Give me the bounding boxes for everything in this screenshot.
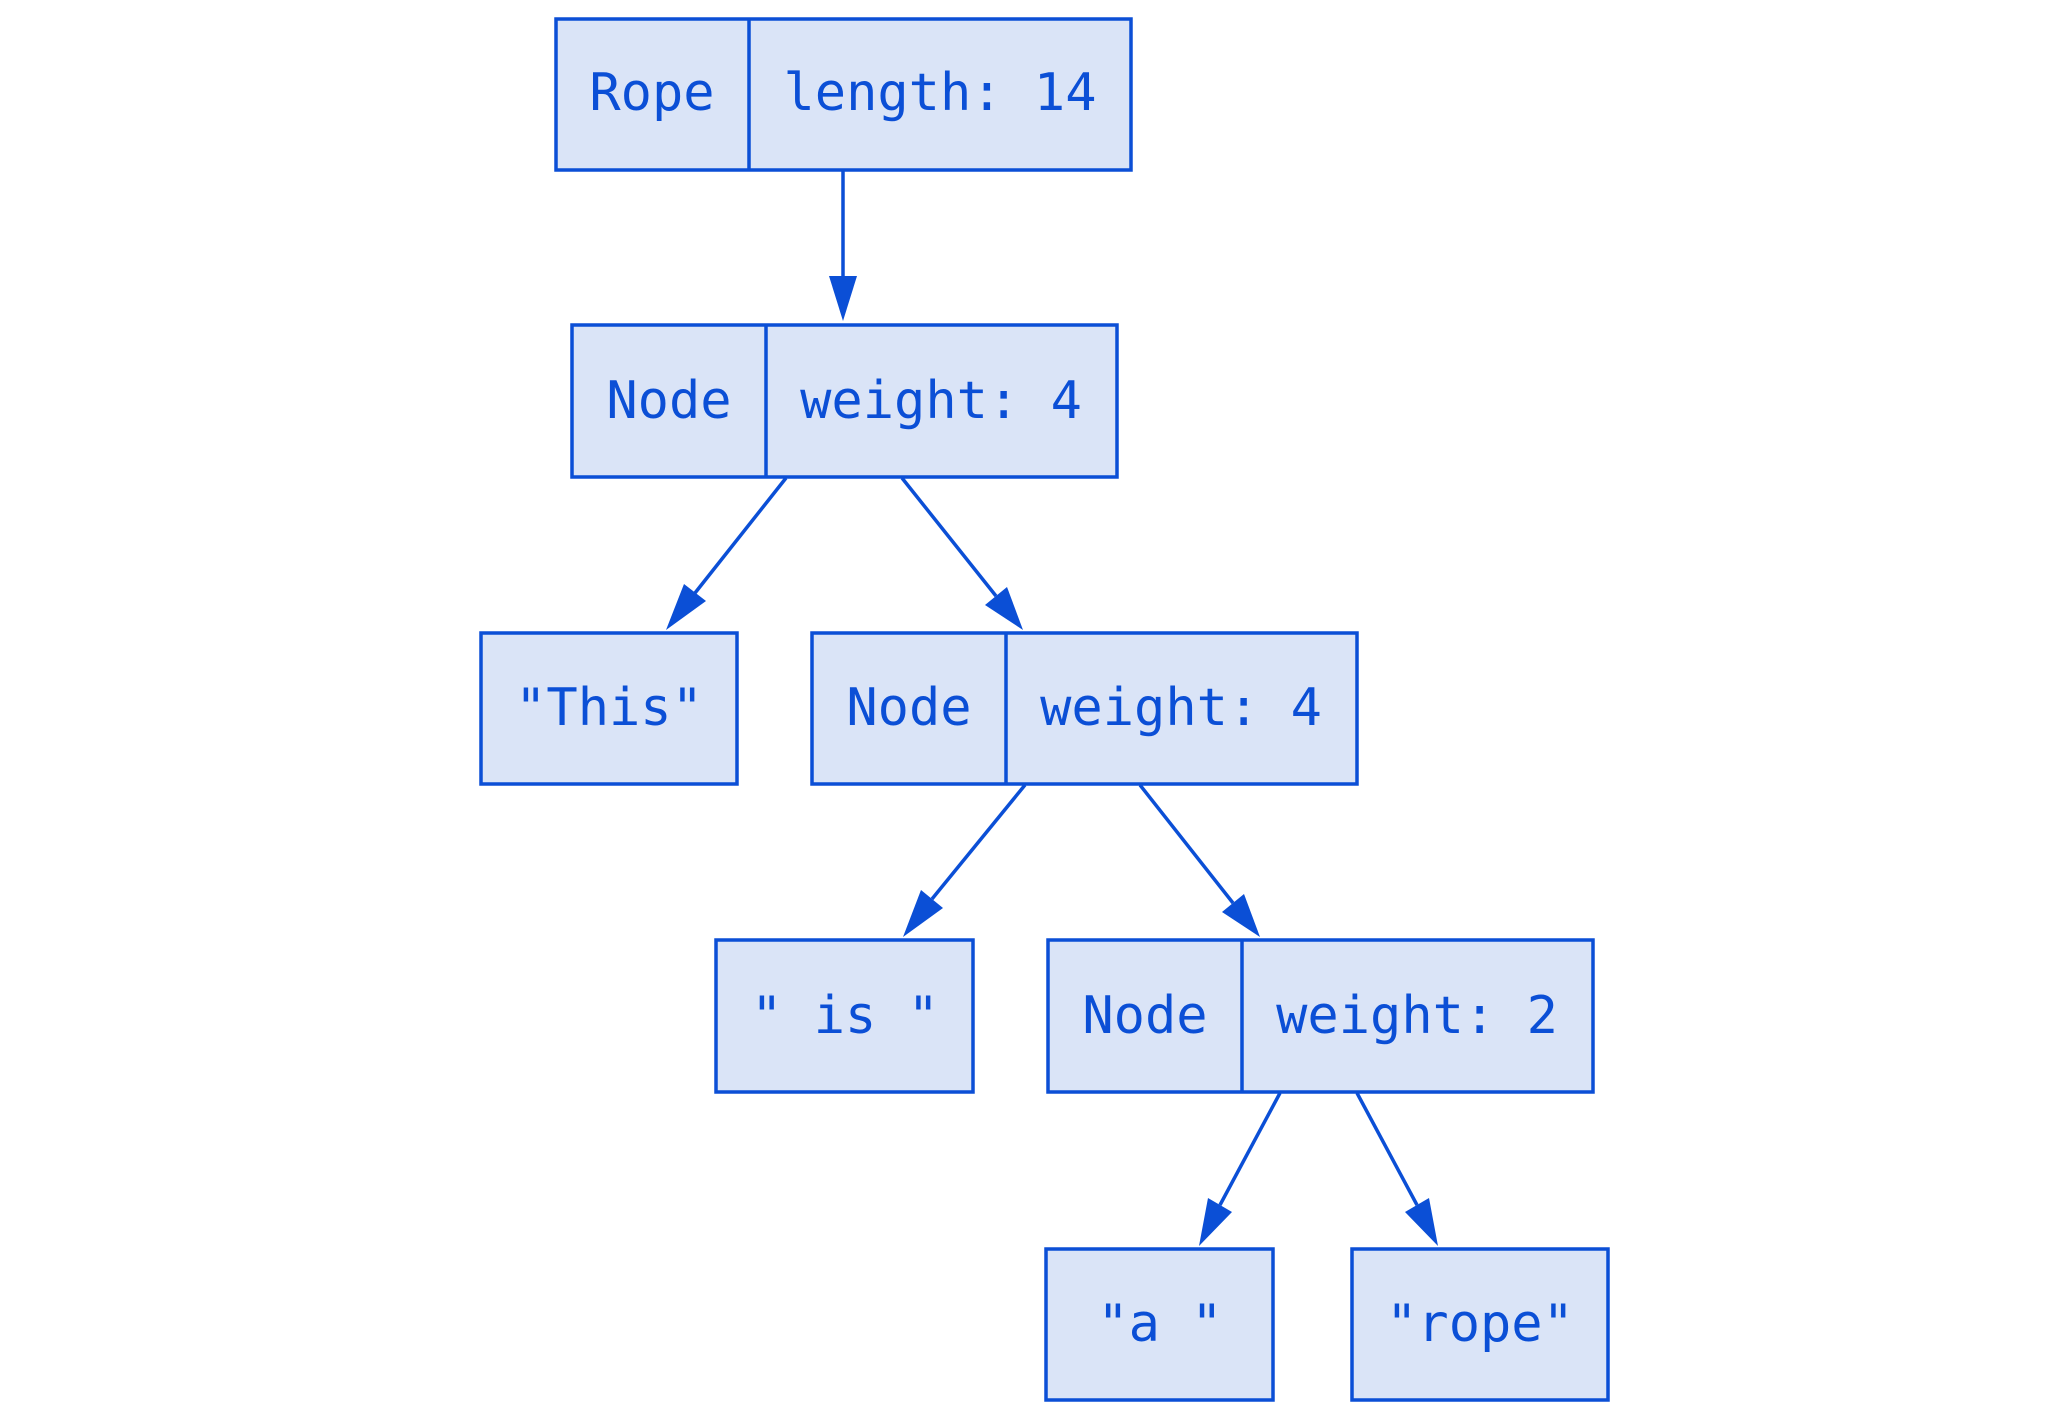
leaf-is: " is ": [714, 938, 975, 1094]
leaf-rope: "rope": [1350, 1247, 1610, 1402]
leaf-rope-text: "rope": [1386, 1294, 1574, 1354]
edges: [666, 170, 1438, 1246]
edge-root-to-node1: [829, 170, 857, 321]
edge-node2-to-node3: [1138, 783, 1260, 937]
node2-weight-field: weight: 4: [1040, 678, 1322, 738]
leaf-this: "This": [479, 631, 739, 786]
node3-weight-field: weight: 2: [1276, 986, 1558, 1046]
node1-weight-field: weight: 4: [800, 371, 1082, 431]
leaf-a: "a ": [1044, 1247, 1275, 1402]
root-length-field: length: 14: [783, 63, 1096, 123]
leaf-this-text: "This": [515, 678, 703, 738]
edge-node3-to-leaf-rope: [1355, 1092, 1438, 1246]
node3-name: Node: [1082, 986, 1207, 1046]
root-name: Rope: [589, 63, 714, 123]
edge-node1-to-node2: [900, 476, 1023, 630]
edge-node3-to-leaf-a: [1199, 1092, 1282, 1246]
leaf-a-text: "a ": [1097, 1294, 1222, 1354]
root-record: Rope length: 14: [554, 17, 1133, 172]
node1-name: Node: [606, 371, 731, 431]
leaf-is-text: " is ": [751, 986, 939, 1046]
node2-record: Node weight: 4: [810, 631, 1359, 786]
node3-record: Node weight: 2: [1046, 938, 1595, 1094]
node1-record: Node weight: 4: [570, 323, 1119, 479]
node2-name: Node: [846, 678, 971, 738]
edge-node2-to-leaf-is: [903, 783, 1027, 937]
edge-node1-to-leaf-this: [666, 476, 788, 630]
